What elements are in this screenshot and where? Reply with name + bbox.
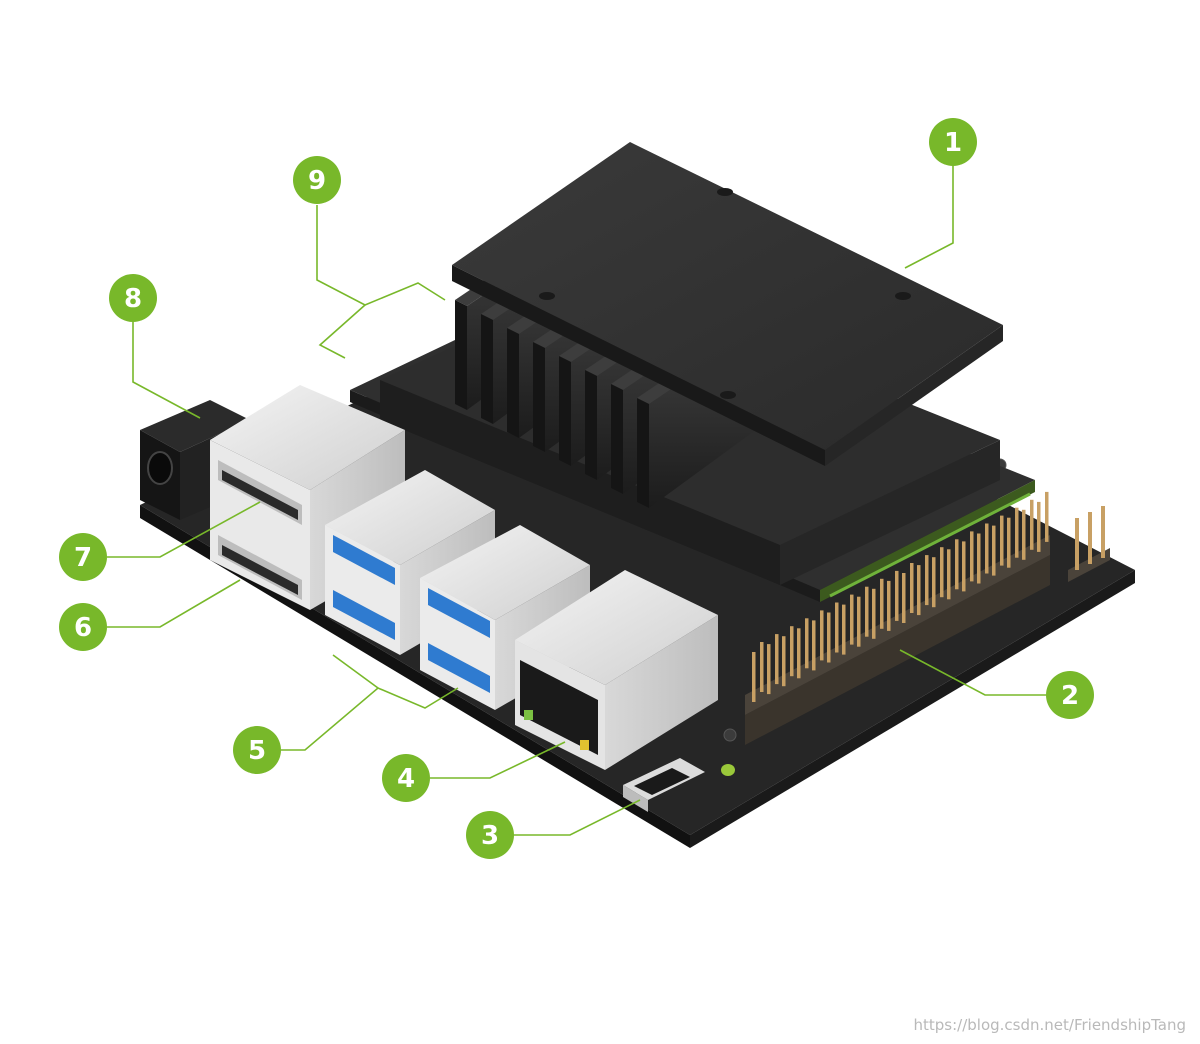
- callout-9: 9: [293, 156, 341, 204]
- gpio-pin: [835, 602, 839, 653]
- gpio-pin: [932, 557, 936, 608]
- gpio-pin: [880, 578, 884, 629]
- gpio-pin: [1000, 515, 1004, 566]
- callout-number: 7: [74, 543, 92, 573]
- gpio-pin: [1022, 509, 1026, 560]
- gpio-pins: [752, 491, 1049, 702]
- gpio-pin: [1030, 499, 1034, 550]
- gpio-pin: [850, 594, 854, 645]
- gpio-pin: [820, 610, 824, 661]
- callout-badge: [929, 118, 977, 166]
- leader-4: [430, 741, 566, 779]
- gpio-pin: [925, 555, 929, 606]
- leader-5: [281, 687, 459, 751]
- callout-7: 7: [59, 533, 107, 581]
- gpio-pin: [955, 539, 959, 590]
- gpio-header: [745, 535, 1050, 745]
- gpio-pin: [812, 620, 816, 671]
- gpio-pin: [910, 563, 914, 613]
- gpio-pin: [782, 636, 786, 687]
- micro-usb-port: [623, 758, 705, 812]
- leader-5b: [332, 654, 379, 689]
- leader-3: [513, 799, 641, 836]
- power-led: [721, 764, 735, 776]
- gpio-pin: [797, 628, 801, 679]
- gpio-pin: [985, 523, 989, 574]
- callout-number: 6: [74, 613, 92, 643]
- watermark: https://blog.csdn.net/FriendshipTang: [913, 1016, 1187, 1034]
- gpio-pin: [970, 531, 974, 582]
- gpio-pin: [902, 573, 906, 623]
- gpio-pin: [992, 525, 996, 576]
- gpio-pin: [790, 626, 794, 677]
- leader-8: [132, 322, 201, 419]
- gpio-pin: [752, 652, 756, 702]
- callout-1: 1: [929, 118, 977, 166]
- leader-6: [107, 579, 241, 628]
- gpio-pin: [1007, 517, 1011, 568]
- callout-number: 9: [308, 166, 326, 196]
- gpio-pin: [805, 618, 809, 669]
- leader-7: [107, 501, 261, 558]
- callout-3: 3: [466, 811, 514, 859]
- callout-number: 2: [1061, 681, 1079, 711]
- gpio-pin: [887, 580, 891, 631]
- gpio-pin: [947, 549, 951, 600]
- callout-badge: [233, 726, 281, 774]
- gpio-pin: [1045, 491, 1049, 542]
- leader-lines: [107, 166, 1046, 836]
- callout-badge: [109, 274, 157, 322]
- callout-number: 4: [397, 764, 415, 794]
- gpio-pin: [1015, 507, 1019, 558]
- gpio-pin: [1037, 501, 1041, 552]
- callout-number: 8: [124, 284, 142, 314]
- gpio-pin: [775, 634, 779, 685]
- callouts: 1 2 3 4 5 6 7 8 9: [59, 118, 1094, 859]
- callout-number: 5: [248, 736, 266, 766]
- heatsink-top-plate: [452, 142, 1003, 466]
- gpio-pin: [962, 541, 966, 592]
- callout-badge: [382, 754, 430, 802]
- gpio-pin: [917, 565, 921, 616]
- gpio-pin: [865, 586, 869, 637]
- gpio-pin: [760, 642, 764, 692]
- callout-badge: [59, 533, 107, 581]
- callout-badge: [466, 811, 514, 859]
- gpio-pin: [977, 533, 981, 584]
- small-header: [1068, 506, 1110, 582]
- gpio-pin: [842, 604, 846, 655]
- gpio-pin: [857, 596, 861, 647]
- gpio-pin: [827, 612, 831, 663]
- callout-8: 8: [109, 274, 157, 322]
- callout-2: 2: [1046, 671, 1094, 719]
- leader-1: [904, 166, 954, 269]
- callout-badge: [59, 603, 107, 651]
- callout-badge: [1046, 671, 1094, 719]
- callout-4: 4: [382, 754, 430, 802]
- leader-9: [316, 205, 446, 306]
- gpio-pin: [895, 570, 899, 621]
- gpio-pin: [767, 644, 771, 695]
- callout-badge: [293, 156, 341, 204]
- leader-9b: [318, 304, 366, 359]
- gpio-pin: [872, 588, 876, 639]
- callout-6: 6: [59, 603, 107, 651]
- callout-number: 3: [481, 821, 499, 851]
- ethernet-port: [515, 570, 718, 770]
- gpio-pin: [940, 547, 944, 598]
- callout-5: 5: [233, 726, 281, 774]
- leader-2: [899, 649, 1046, 696]
- callout-number: 1: [944, 128, 962, 158]
